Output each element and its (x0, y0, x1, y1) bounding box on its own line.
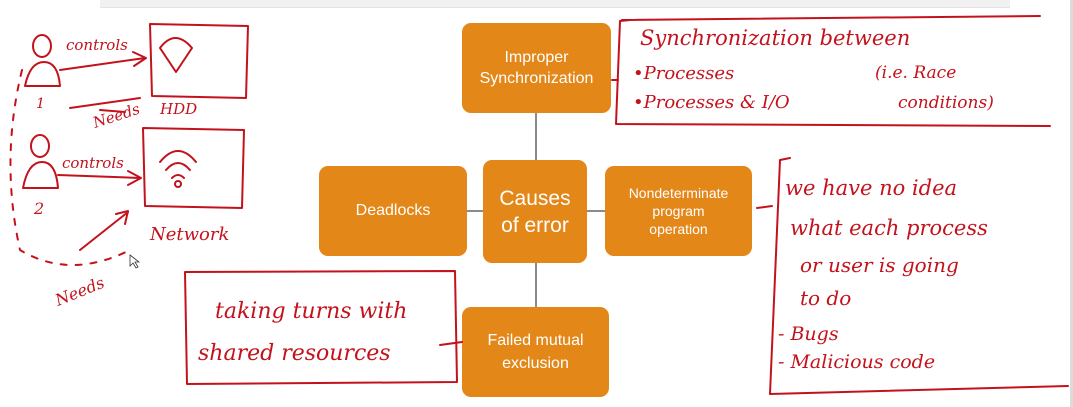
node-nondet-line3: operation (649, 221, 708, 237)
sync-note-bullet2: •Processes & I/O (633, 92, 790, 113)
controls1-label: controls (66, 36, 128, 54)
node-causes-of-error: Causes of error (483, 160, 587, 263)
user1-controls-arrow (59, 57, 146, 71)
center-line2: of error (501, 213, 569, 237)
cycle-dashed-loop (9, 69, 131, 266)
hdd-label: HDD (159, 100, 197, 118)
node-failed-mutual-exclusion: Failed mutual exclusion (462, 307, 609, 397)
window-right-edge (1070, 0, 1073, 407)
user1-body-icon (24, 61, 61, 87)
node-deadlocks: Deadlocks (319, 166, 467, 256)
controls2-label: controls (62, 154, 124, 172)
network-box (142, 127, 245, 209)
center-line1: Causes (499, 186, 571, 210)
node-mutex-line1: Failed mutual (487, 332, 584, 349)
user1-head-icon (32, 34, 52, 58)
node-deadlocks-label: Deadlocks (355, 202, 431, 219)
connector-bottom (535, 263, 537, 307)
connector-top (535, 113, 537, 160)
nondet-note-line2: what each process (790, 216, 988, 240)
nondet-note-line5: - Bugs (778, 323, 839, 345)
wifi-dot-icon (174, 180, 182, 188)
nondet-note-line4: to do (800, 286, 851, 310)
user2-controls-arrow (57, 174, 141, 179)
needs1-arrow (69, 97, 141, 109)
window-top-bar (100, 0, 1010, 8)
nondet-note-bracket (769, 157, 1069, 395)
node-sync-line2: Synchronization (479, 70, 594, 87)
node-nondet-line1: Nondeterminate (628, 185, 729, 201)
user2-body-icon (22, 161, 59, 189)
hdd-icon (159, 37, 193, 73)
mutex-note-line2: shared resources (198, 341, 391, 366)
nondet-note-line6: - Malicious code (778, 351, 935, 373)
network-label: Network (149, 224, 229, 245)
user2-head-icon (30, 134, 50, 158)
mutex-note-box (184, 270, 458, 385)
node-sync-line1: Improper (504, 49, 569, 66)
needs2-arrowhead (115, 210, 129, 225)
mutex-note-line1: taking turns with (215, 299, 407, 324)
nondet-note-line3: or user is going (800, 253, 959, 277)
node-nondeterminate-program-operation: Nondeterminate program operation (605, 166, 752, 256)
node-improper-synchronization: Improper Synchronization (462, 23, 611, 113)
user1-arrowhead (132, 51, 147, 67)
hdd-box (149, 23, 249, 99)
mutex-note-tick (439, 341, 463, 346)
sync-note-aside1: (i.e. Race (875, 63, 956, 83)
node-nondet-line2: program (652, 203, 705, 219)
nondet-note-line1: we have no idea (785, 176, 957, 200)
sync-note-aside2: conditions) (898, 93, 994, 113)
connector-left (467, 210, 483, 212)
nondet-note-tick (756, 205, 773, 209)
sync-note-title: Synchronization between (640, 26, 910, 50)
sync-note-top-line (621, 15, 1041, 21)
needs2-arrow (79, 211, 129, 251)
user2-number: 2 (33, 199, 44, 218)
node-mutex-line2: exclusion (502, 355, 569, 372)
mouse-cursor-icon (129, 254, 141, 269)
needs2-label: Needs (51, 273, 107, 310)
connector-right (587, 210, 605, 212)
sync-note-bullet1: •Processes (633, 63, 734, 84)
wifi-icon (159, 150, 197, 179)
user2-arrowhead (127, 170, 142, 186)
user1-number: 1 (36, 96, 45, 112)
needs1-tick (99, 109, 126, 113)
